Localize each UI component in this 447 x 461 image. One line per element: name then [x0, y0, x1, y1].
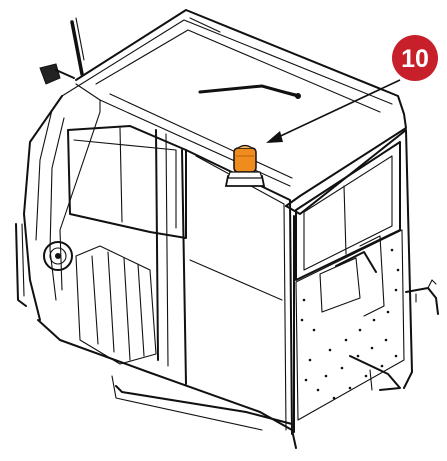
cab-roof [61, 9, 407, 207]
side-mirror [39, 63, 75, 85]
cab-front [285, 129, 413, 433]
side-bracket [405, 279, 439, 315]
roof-wiper [198, 84, 301, 99]
cab-door [15, 83, 297, 449]
callout-number: 10 [401, 45, 429, 73]
rotating-beacon [224, 144, 266, 187]
antenna [70, 17, 85, 76]
cab-side-panel [185, 149, 293, 435]
leader-arrow [266, 79, 401, 143]
callout-badge: 10 [392, 35, 438, 81]
